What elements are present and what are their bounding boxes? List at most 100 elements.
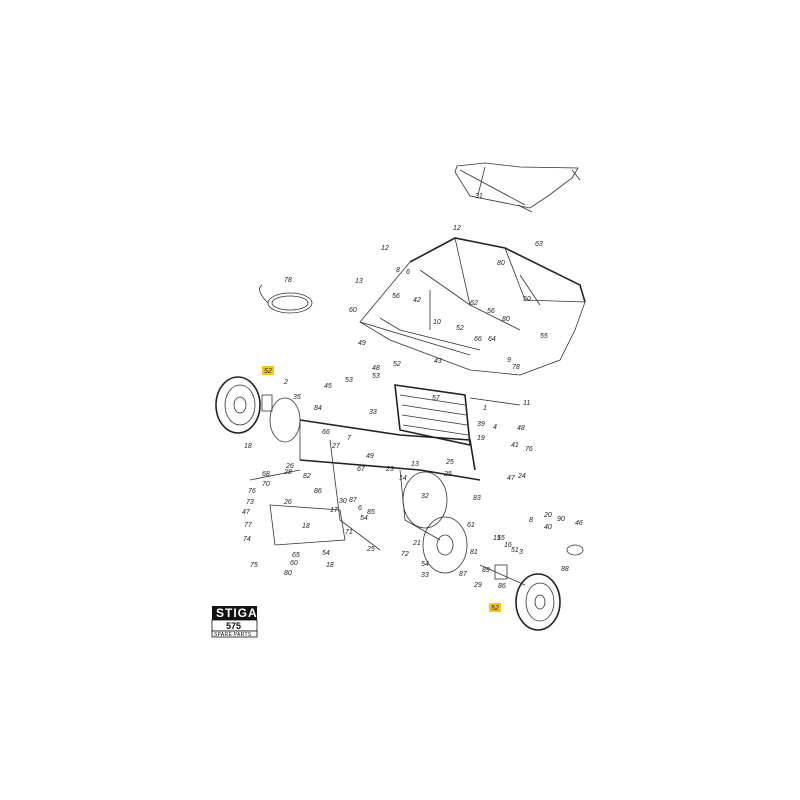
model-number: 575 [226, 621, 241, 631]
part-label: 50 [523, 296, 531, 303]
part-label: 73 [246, 499, 254, 506]
part-label: 25 [443, 471, 452, 478]
part-label: 60 [290, 560, 298, 567]
part-label: 9 [507, 357, 511, 364]
part-label: 26 [285, 463, 294, 470]
part-label: 77 [244, 522, 253, 529]
part-label: 90 [557, 516, 565, 523]
part-label: 1 [483, 405, 487, 412]
part-labels: 31 12 63 8 80 12 78 50 13 6 56 42 62 60 … [242, 193, 583, 590]
part-label: 49 [366, 453, 374, 460]
part-label: 25 [445, 459, 454, 466]
cable-coil-drawing [259, 284, 313, 314]
part-label: 21 [412, 540, 421, 547]
part-label: 83 [473, 495, 481, 502]
part-label: 62 [470, 300, 478, 307]
part-label: 42 [413, 297, 421, 304]
part-label: 12 [381, 245, 389, 252]
part-label: 16 [504, 542, 512, 549]
part-label: 76 [525, 446, 533, 453]
part-label: 17 [330, 507, 339, 514]
part-label: 53 [345, 377, 353, 384]
brand-block: STIGA 575 SPARE PARTS [211, 606, 258, 638]
part-label: 35 [293, 394, 301, 401]
part-label: 52 [456, 325, 464, 332]
highlight-label-left-text: 52 [264, 368, 272, 375]
part-label: 27 [331, 443, 341, 450]
part-label: 11 [523, 400, 530, 407]
part-label: 3 [519, 549, 523, 556]
part-label: 41 [511, 442, 519, 449]
part-label: 29 [473, 582, 482, 589]
part-label: 88 [561, 566, 569, 573]
part-label: 6 [358, 505, 362, 512]
part-label: 57 [432, 395, 441, 402]
left-wheel-drawing [215, 376, 301, 443]
part-label: 89 [482, 567, 490, 574]
part-label: 80 [284, 570, 292, 577]
cover-drawing [454, 162, 581, 213]
part-label: 55 [540, 333, 548, 340]
part-label: 60 [349, 307, 357, 314]
part-label: 47 [242, 509, 251, 516]
collector-bag-drawing [359, 237, 586, 376]
part-label: 63 [535, 241, 543, 248]
part-label: 82 [303, 473, 311, 480]
part-label: 54 [421, 561, 429, 568]
part-label: 54 [322, 550, 330, 557]
part-label: 43 [434, 358, 442, 365]
part-label: 19 [477, 435, 485, 442]
part-label: 14 [399, 475, 407, 482]
part-label: 52 [393, 361, 401, 368]
part-label: 64 [488, 336, 496, 343]
part-label: 74 [243, 536, 251, 543]
part-label: 47 [507, 475, 516, 482]
part-label: 8 [396, 267, 400, 274]
part-label: 67 [357, 466, 366, 473]
brand-logo-box [212, 606, 257, 620]
part-label: 87 [349, 497, 358, 504]
part-label: 72 [401, 551, 409, 558]
part-label: 26 [283, 499, 292, 506]
part-label: 4 [493, 424, 497, 431]
part-label: 46 [575, 520, 583, 527]
part-label: 20 [543, 512, 552, 519]
part-label: 66 [322, 429, 330, 436]
part-label: 56 [392, 293, 400, 300]
part-label: 86 [314, 488, 322, 495]
part-label: 33 [369, 409, 377, 416]
part-label: 49 [358, 340, 366, 347]
part-label: 25 [366, 546, 375, 553]
part-label: 75 [250, 562, 258, 569]
part-label: 6 [406, 269, 410, 276]
part-label: 86 [498, 583, 506, 590]
part-label: 78 [512, 364, 520, 371]
part-label: 78 [284, 277, 292, 284]
part-label: 13 [355, 278, 363, 285]
part-label: 32 [421, 493, 429, 500]
part-label: 85 [367, 509, 375, 516]
part-label: 23 [385, 466, 394, 473]
part-label: 33 [421, 572, 429, 579]
part-label: 15 [497, 535, 505, 542]
part-label: 39 [477, 421, 485, 428]
part-label: 18 [244, 443, 252, 450]
brush-roller-drawing [394, 384, 521, 447]
main-frame-drawing [249, 419, 481, 551]
part-label: 15 [493, 535, 501, 542]
highlight-label-right: 52 [489, 603, 501, 612]
part-label: 24 [517, 473, 526, 480]
part-label: 2 [283, 379, 288, 386]
right-wheel-drawing [479, 544, 584, 631]
highlight-label-left: 52 [262, 366, 274, 375]
brand-subtitle: SPARE PARTS [214, 632, 252, 638]
part-label: 40 [544, 524, 552, 531]
part-label: 70 [262, 481, 270, 488]
part-label: 56 [487, 308, 495, 315]
part-label: 66 [474, 336, 482, 343]
part-label: 76 [248, 488, 256, 495]
part-label: 53 [372, 373, 380, 380]
part-label: 80 [497, 260, 505, 267]
part-label: 65 [292, 552, 300, 559]
highlight-label-right-text: 52 [491, 605, 499, 612]
